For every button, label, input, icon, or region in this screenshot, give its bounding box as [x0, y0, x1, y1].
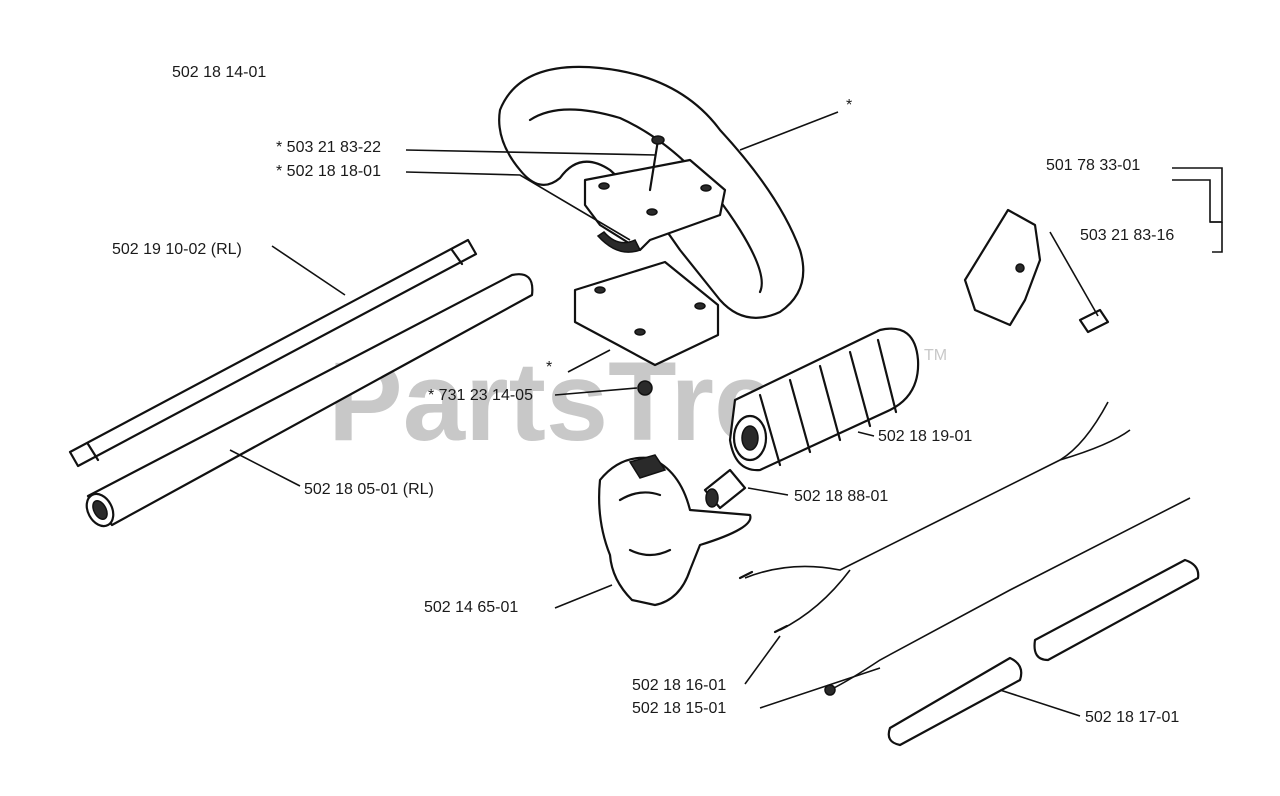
label-asterisk-clamp: * — [546, 359, 552, 376]
label-501-78-33-01: 501 78 33-01 — [1046, 157, 1140, 174]
label-502-14-65-01: 502 14 65-01 — [424, 599, 518, 616]
bushing — [703, 468, 747, 510]
leader-lines — [229, 111, 1223, 717]
label-502-18-17-01: 502 18 17-01 — [1085, 709, 1179, 726]
throttle-housing — [598, 454, 752, 607]
label-502-18-15-01: 502 18 15-01 — [632, 700, 726, 717]
label-502-18-05-01: 502 18 05-01 (RL) — [304, 481, 434, 498]
label-731-23-14-05: * 731 23 14-05 — [428, 387, 533, 404]
label-502-19-10-02: 502 19 10-02 (RL) — [112, 241, 242, 258]
label-asterisk-handle: * — [846, 97, 852, 114]
grip-sleeve — [728, 327, 920, 472]
label-502-18-16-01: 502 18 16-01 — [632, 677, 726, 694]
handle-screw — [648, 135, 665, 192]
wire-harness — [738, 401, 1131, 634]
upper-handle-clamp — [583, 158, 727, 253]
label-502-18-19-01: 502 18 19-01 — [878, 428, 972, 445]
watermark-trademark: TM — [924, 347, 947, 364]
handle-nut — [637, 380, 653, 396]
label-503-21-83-22: * 503 21 83-22 — [276, 139, 381, 156]
part-labels: 502 18 14-01 * 503 21 83-22 * 502 18 18-… — [112, 64, 1179, 726]
rubber-grips — [887, 558, 1200, 747]
drive-shaft — [68, 238, 478, 468]
label-502-18-18-01: * 502 18 18-01 — [276, 163, 381, 180]
label-502-18-88-01: 502 18 88-01 — [794, 488, 888, 505]
label-503-21-83-16: 503 21 83-16 — [1080, 227, 1174, 244]
shaft-tube — [85, 273, 534, 528]
label-502-18-14-01: 502 18 14-01 — [172, 64, 266, 81]
lower-handle-clamp — [573, 260, 720, 367]
clamp-bracket — [963, 208, 1110, 334]
